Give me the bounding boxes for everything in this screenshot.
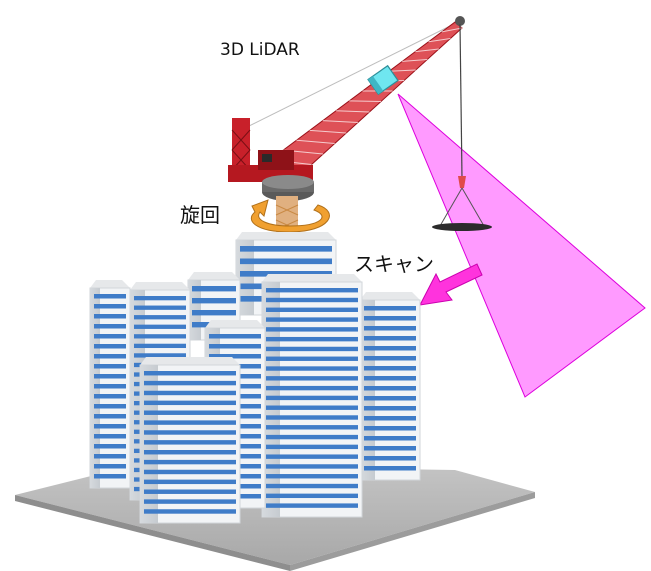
rotation-label: 旋回 [180,203,220,227]
building [359,292,421,481]
buildings-cluster [89,232,421,524]
building [261,274,363,518]
lidar-label: 3D LiDAR [220,40,300,60]
building [139,357,241,524]
building [89,280,131,489]
scan-arrow [419,263,483,306]
scan-beam [397,93,646,398]
tower-crane-icon [228,16,492,240]
rotation-arrow [250,199,330,233]
lidar-sensor-icon [367,64,399,96]
scan-label: スキャン [354,252,434,276]
